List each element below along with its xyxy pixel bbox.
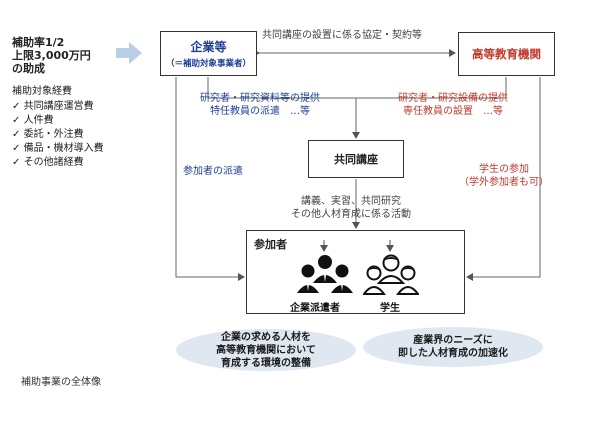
university-title: 高等教育機関 xyxy=(472,47,541,61)
goal-environment: 企業の求める人材を 高等教育機関において 育成する環境の整備 xyxy=(176,329,356,371)
company-subtitle: （＝補助対象事業者） xyxy=(165,59,251,69)
participants-title: 参加者 xyxy=(254,238,287,251)
students-icon xyxy=(363,254,419,295)
subsidy-cap: 上限3,000万円 xyxy=(12,49,91,62)
univ-provision-line xyxy=(356,77,507,99)
check-icon: ✓ xyxy=(12,143,21,154)
subsidy-rate: 補助率1/2 xyxy=(12,36,65,49)
participants-box: 参加者 xyxy=(246,230,465,314)
check-icon: ✓ xyxy=(12,115,21,126)
university-box: 高等教育機関 xyxy=(458,32,555,76)
company-title: 企業等 xyxy=(190,40,227,54)
joint-course-title: 共同講座 xyxy=(334,153,378,166)
list-item: ✓ 委託・外注費 xyxy=(12,129,84,140)
subsidy-summary: 補助率1/2 上限3,000万円 の助成 xyxy=(12,36,91,75)
expense-list: 補助対象経費 ✓ 共同講座運営費 ✓ 人件費 ✓ 委託・外注費 ✓ 備品・機材導… xyxy=(12,85,104,170)
check-icon: ✓ xyxy=(12,157,21,168)
company-provision: 研究者・研究資料等の提供 特任教員の派遣 …等 xyxy=(200,93,320,117)
student-participation-label: 学生の参加 （学外参加者も可） xyxy=(459,164,549,188)
arrow-right-icon xyxy=(116,42,142,64)
list-item: ✓ 備品・機材導入費 xyxy=(12,143,104,154)
student-participation-arrow xyxy=(466,77,541,281)
goal-acceleration: 産業界のニーズに 即した人材育成の加速化 xyxy=(363,327,543,367)
dispatch-label: 参加者の派遣 xyxy=(183,166,243,177)
check-icon: ✓ xyxy=(12,129,21,140)
check-icon: ✓ xyxy=(12,101,21,112)
joint-course-box: 共同講座 xyxy=(308,140,404,178)
company-box: 企業等 （＝補助対象事業者） xyxy=(160,31,257,76)
list-item: ✓ その他諸経費 xyxy=(12,157,84,168)
expense-title: 補助対象経費 xyxy=(12,86,72,97)
dispatch-arrow xyxy=(175,77,245,281)
list-item: ✓ 共同講座運営費 xyxy=(12,101,94,112)
company-provision-line xyxy=(207,77,356,99)
list-item: ✓ 人件費 xyxy=(12,115,54,126)
company-staff-icon xyxy=(297,255,353,293)
students-label: 学生 xyxy=(380,303,400,314)
figure-caption: 補助事業の全体像 xyxy=(21,377,101,388)
univ-provision: 研究者・研究設備の提供 専任教員の設置 …等 xyxy=(398,93,508,117)
agreement-label: 共同講座の設置に係る協定・契約等 xyxy=(262,30,422,41)
activities-label: 講義、実習、共同研究 その他人材育成に係る活動 xyxy=(291,196,411,220)
company-staff-label: 企業派遣者 xyxy=(290,303,340,314)
subsidy-suffix: の助成 xyxy=(12,62,45,75)
